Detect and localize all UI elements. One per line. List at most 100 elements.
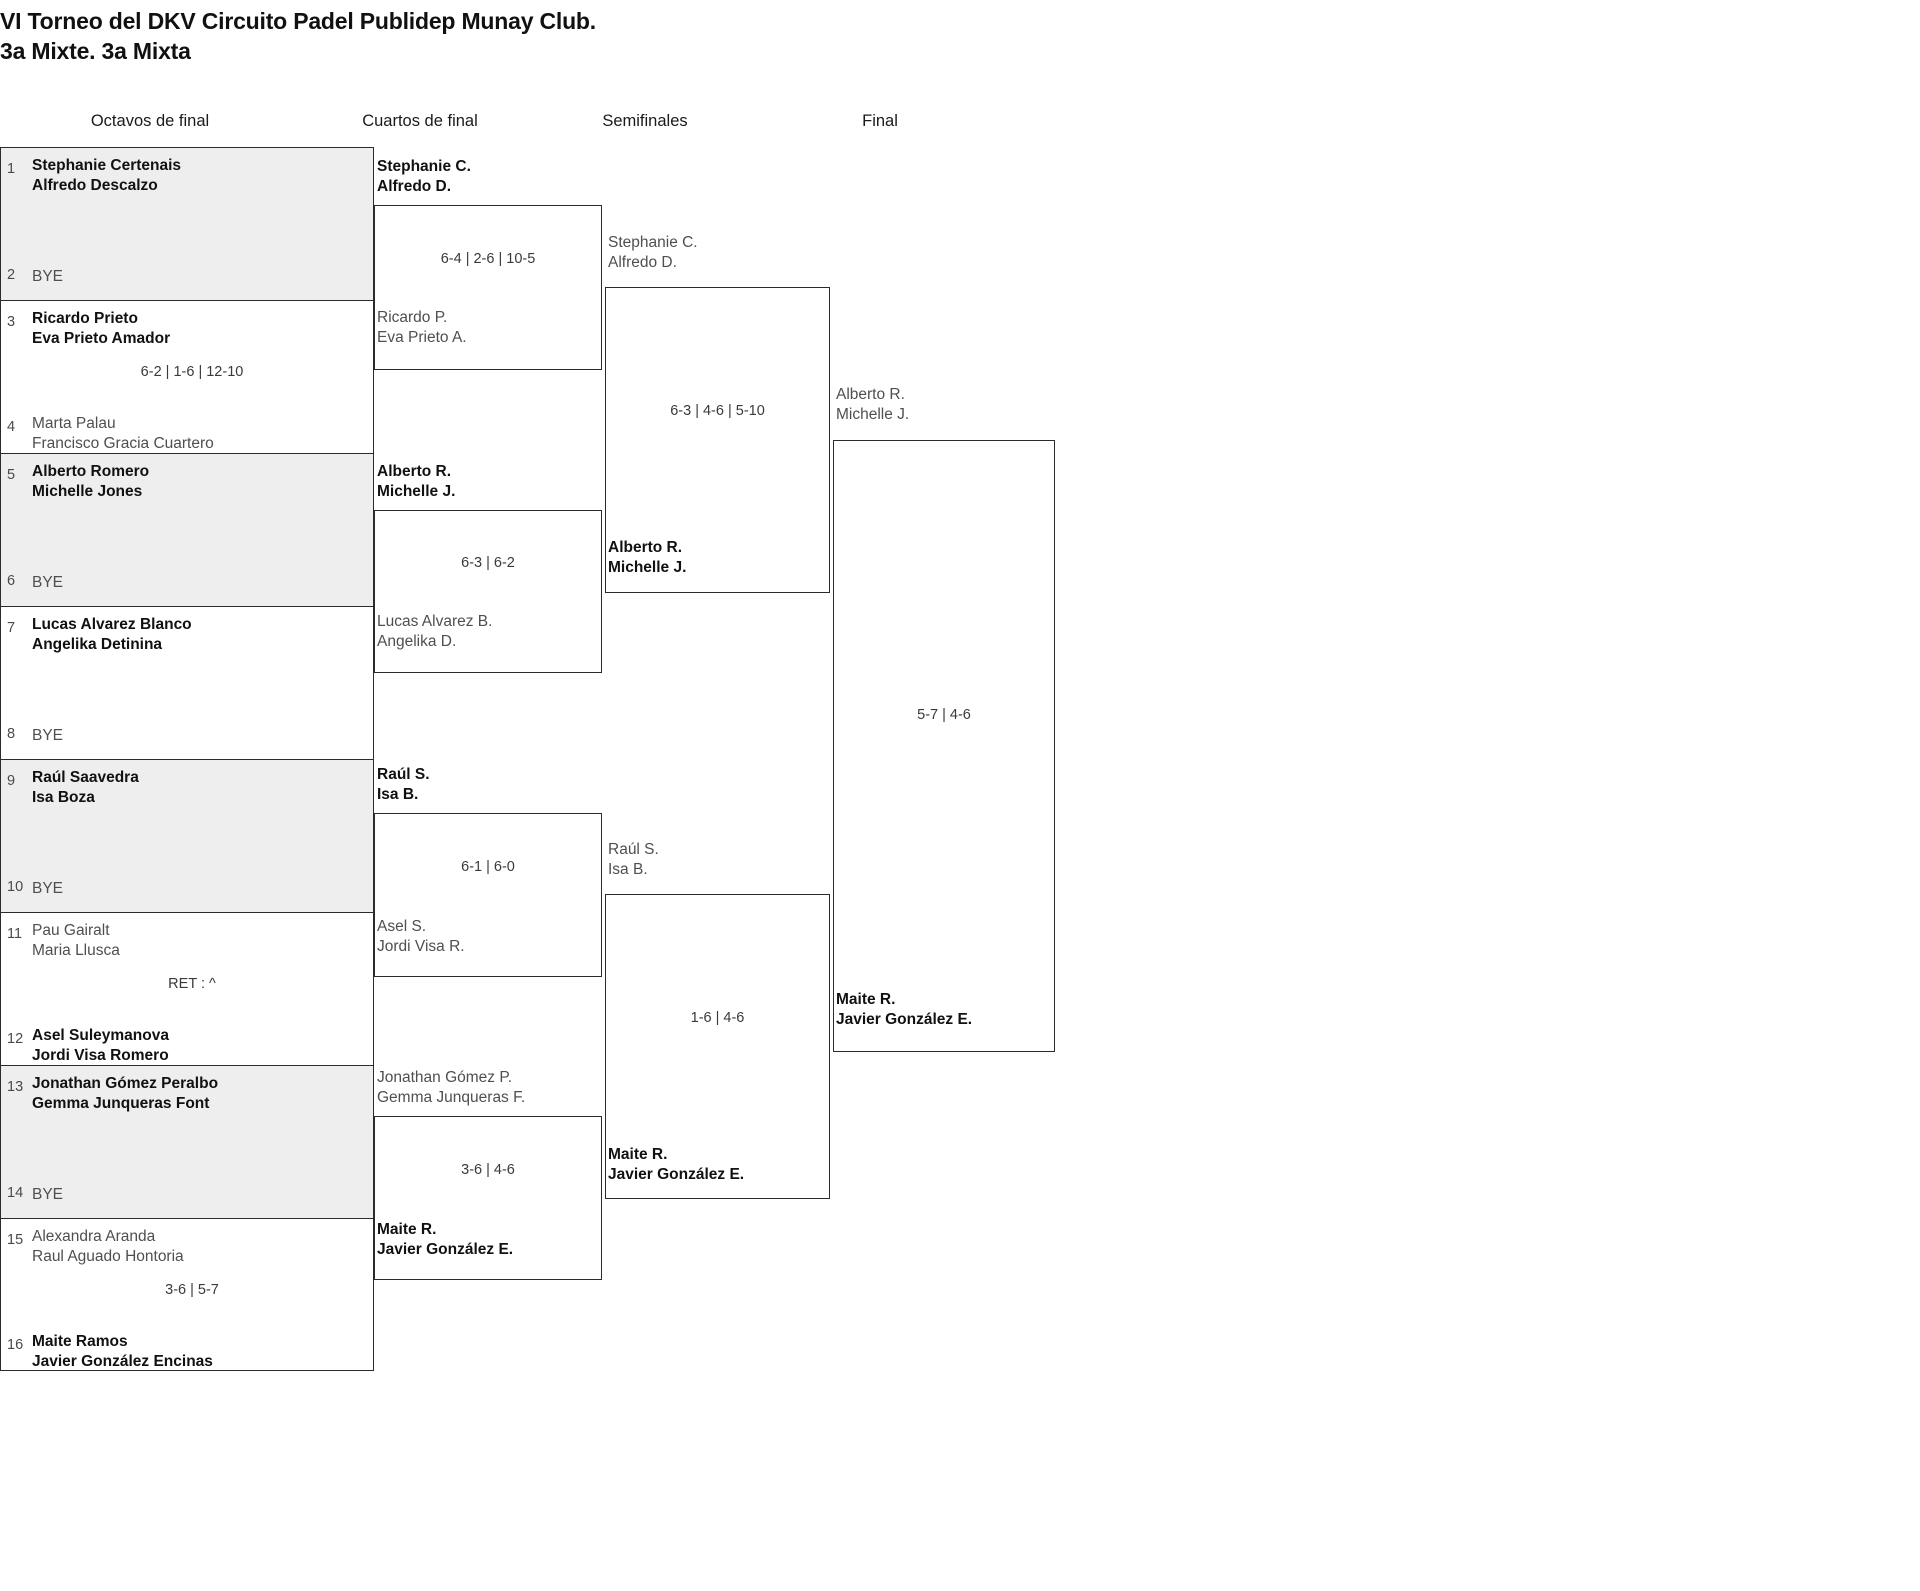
player-name: Stephanie C. [377,158,471,175]
r3-advancer[interactable]: Alberto R. Michelle J. [608,538,686,577]
player-name: Jonathan Gómez Peralbo [32,1075,219,1092]
player-name: Maite R. [836,991,896,1008]
r1-match[interactable]: 13 Jonathan Gómez Peralbo Gemma Junquera… [0,1065,374,1218]
round1-column: 1 Stephanie Certenais Alfredo Descalzo 2… [0,147,374,1371]
player-name: Alberto R. [836,386,905,403]
player-name: Jonathan Gómez P. [377,1069,512,1086]
r3-advancer[interactable]: Stephanie C. Alfredo D. [608,233,698,272]
r2-match-box[interactable]: 6-4 | 2-6 | 10-5 [374,205,602,370]
round-header-cuartos: Cuartos de final [362,112,478,130]
r3-advancer[interactable]: Maite R. Javier González E. [608,1145,744,1184]
player-name: Maite Ramos [32,1333,128,1350]
player-name: Isa B. [377,785,419,803]
player-name: Michelle J. [377,482,456,500]
title-line-2: 3a Mixte. 3a Mixta [0,38,191,64]
tournament-title: VI Torneo del DKV Circuito Padel Publide… [0,6,1200,66]
match-score: 1-6 | 4-6 [690,1010,745,1026]
player-name: Marta Palau [32,415,116,432]
r2-advancer[interactable]: Raúl S. Isa B. [377,765,430,804]
player-name: Lucas Alvarez B. [377,613,493,630]
r2-advancer[interactable]: Ricardo P. Eva Prieto A. [377,308,467,347]
r1-match[interactable]: 3 Ricardo Prieto Eva Prieto Amador 4 Mar… [0,300,374,453]
team-entry[interactable]: Maite Ramos Javier González Encinas [32,1332,213,1371]
player-name: Javier González E. [608,1165,745,1183]
seed-number: 12 [7,1031,24,1047]
seed-number: 10 [7,879,24,895]
seed-number: 16 [7,1337,24,1353]
r3-advancer[interactable]: Raúl S. Isa B. [608,840,659,879]
player-name: Raúl S. [377,766,430,783]
round-header-octavos: Octavos de final [90,112,210,130]
player-name: Alberto Romero [32,463,150,480]
r2-advancer[interactable]: Maite R. Javier González E. [377,1220,513,1259]
r3-match-box[interactable]: 6-3 | 4-6 | 5-10 [605,287,830,593]
player-name: Javier González Encinas [32,1352,213,1370]
match-score: 6-4 | 2-6 | 10-5 [440,251,536,267]
r2-match-box[interactable]: 6-3 | 6-2 [374,510,602,673]
r2-match-box[interactable]: 6-1 | 6-0 [374,813,602,977]
r2-advancer[interactable]: Jonathan Gómez P. Gemma Junqueras F. [377,1068,525,1107]
seed-number: 1 [7,161,16,177]
seed-number: 4 [7,419,16,435]
round-header-final: Final [862,112,898,130]
seed-number: 2 [7,267,16,283]
seed-number: 3 [7,314,16,330]
match-score: 3-6 | 5-7 [165,1282,219,1298]
seed-number: 9 [7,773,16,789]
r2-match-box[interactable]: 3-6 | 4-6 [374,1116,602,1280]
player-name: Javier González E. [836,1010,973,1028]
team-entry[interactable]: Stephanie Certenais Alfredo Descalzo [32,156,181,195]
team-entry[interactable]: Raúl Saavedra Isa Boza [32,768,139,807]
round-header-semifinales: Semifinales [602,112,688,130]
bye-entry: BYE [32,727,64,744]
seed-number: 13 [7,1079,24,1095]
r1-match[interactable]: 15 Alexandra Aranda Raul Aguado Hontoria… [0,1218,374,1371]
player-name: Lucas Alvarez Blanco [32,616,192,633]
r2-advancer[interactable]: Alberto R. Michelle J. [377,462,455,501]
player-name: Gemma Junqueras Font [32,1094,210,1112]
player-name: Alfredo D. [608,253,677,271]
r4-match-box[interactable]: 5-7 | 4-6 [833,440,1055,1052]
team-entry[interactable]: Ricardo Prieto Eva Prieto Amador [32,309,170,348]
player-name: Raul Aguado Hontoria [32,1247,184,1265]
r1-match[interactable]: 7 Lucas Alvarez Blanco Angelika Detinina… [0,606,374,759]
seed-number: 14 [7,1185,24,1201]
team-entry[interactable]: Marta Palau Francisco Gracia Cuartero [32,414,214,453]
player-name: Alexandra Aranda [32,1228,156,1245]
r1-match[interactable]: 5 Alberto Romero Michelle Jones 6 BYE [0,453,374,606]
player-name: Isa B. [608,860,648,878]
match-score: 5-7 | 4-6 [917,707,971,723]
player-name: Alberto R. [608,539,683,556]
match-score: 6-2 | 1-6 | 12-10 [140,364,244,380]
r2-advancer[interactable]: Stephanie C. Alfredo D. [377,157,471,196]
team-entry[interactable]: Alberto Romero Michelle Jones [32,462,149,501]
seed-number: 11 [7,926,23,942]
r4-advancer[interactable]: Alberto R. Michelle J. [836,385,909,424]
team-entry[interactable]: Pau Gairalt Maria Llusca [32,921,120,960]
seed-number: 8 [7,726,16,742]
team-entry[interactable]: Alexandra Aranda Raul Aguado Hontoria [32,1227,184,1266]
r2-advancer[interactable]: Lucas Alvarez B. Angelika D. [377,612,492,651]
r3-match-box[interactable]: 1-6 | 4-6 [605,894,830,1199]
r2-advancer[interactable]: Asel S. Jordi Visa R. [377,917,465,956]
player-name: Raúl S. [608,841,659,858]
player-name: Alberto R. [377,463,452,480]
player-name: Asel S. [377,918,427,935]
player-name: Javier González E. [377,1240,514,1258]
player-name: Michelle J. [836,405,910,423]
r4-advancer[interactable]: Maite R. Javier González E. [836,990,972,1029]
team-entry[interactable]: Lucas Alvarez Blanco Angelika Detinina [32,615,192,654]
seed-number: 15 [7,1232,24,1248]
player-name: Alfredo Descalzo [32,176,158,194]
player-name: Angelika D. [377,632,457,650]
r1-match[interactable]: 9 Raúl Saavedra Isa Boza 10 BYE [0,759,374,912]
player-name: Jordi Visa R. [377,937,465,955]
r1-match[interactable]: 11 Pau Gairalt Maria Llusca 12 Asel Sule… [0,912,374,1065]
title-line-1: VI Torneo del DKV Circuito Padel Publide… [0,8,596,34]
match-score: 3-6 | 4-6 [461,1162,515,1178]
player-name: Ricardo Prieto [32,310,138,327]
r1-match[interactable]: 1 Stephanie Certenais Alfredo Descalzo 2… [0,147,374,300]
team-entry[interactable]: Asel Suleymanova Jordi Visa Romero [32,1026,169,1065]
team-entry[interactable]: Jonathan Gómez Peralbo Gemma Junqueras F… [32,1074,218,1113]
